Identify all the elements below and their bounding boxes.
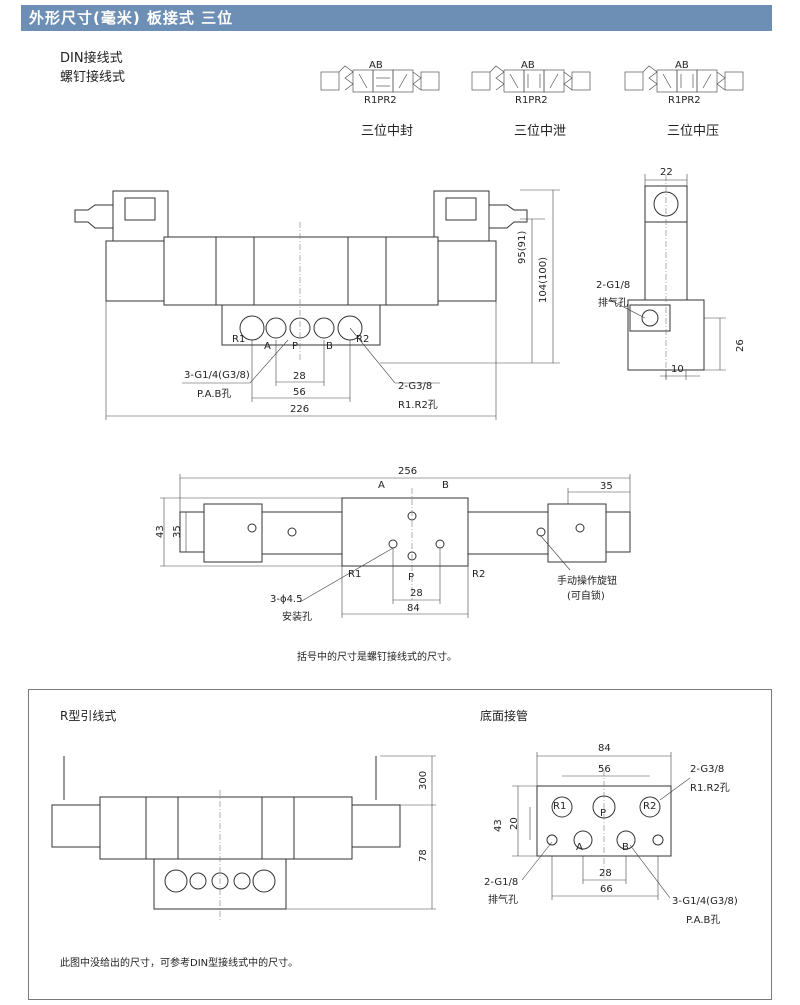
top-label-r1: R1: [348, 569, 362, 580]
front-port-r2: R2: [356, 334, 370, 345]
top-manual-knob: 手动操作旋钮: [557, 576, 617, 587]
top-label-a: A: [378, 480, 385, 491]
front-r-note: 2-G3/8: [398, 381, 433, 392]
side-view-drawing: [609, 174, 726, 380]
side-exhaust-note: 2-G1/8: [596, 280, 631, 291]
side-dim-26: 26: [735, 339, 746, 352]
r-type-note: 此图中没给出的尺寸，可参考DIN型接线式中的尺寸。: [60, 958, 299, 969]
symbol2-caption: 三位中泄: [514, 124, 567, 139]
symbol2-ab-label: AB: [521, 60, 535, 71]
bp-port-r2: R2: [643, 801, 657, 812]
symbol1-ports-label: R1PR2: [364, 95, 397, 106]
bp-dim-56: 56: [598, 764, 611, 775]
r-type-drawing: [51, 755, 436, 920]
bp-pab-label: P.A.B孔: [686, 915, 721, 926]
front-dim-95: 95(91): [517, 230, 528, 264]
symbol3-caption: 三位中压: [667, 124, 720, 139]
top-mount-label: 安装孔: [282, 612, 312, 623]
symbol2-ports-label: R1PR2: [515, 95, 548, 106]
top-dim-43: 43: [155, 525, 166, 538]
symbol2-valve-icon: [471, 65, 591, 93]
screw-wiring-label: 螺钉接线式: [60, 70, 126, 85]
front-pab-note: 3-G1/4(G3/8): [184, 370, 250, 381]
top-mount-note: 3-ϕ4.5: [270, 594, 303, 605]
top-label-p: P: [408, 572, 415, 583]
bp-r-label: R1.R2孔: [690, 783, 730, 794]
side-dim-22: 22: [660, 167, 673, 178]
bp-port-b: B: [622, 842, 629, 853]
bp-port-r1: R1: [553, 801, 567, 812]
bracket-note: 括号中的尺寸是螺钉接线式的尺寸。: [297, 652, 457, 663]
bp-dim-43: 43: [493, 819, 504, 832]
front-dim-226: 226: [290, 404, 310, 415]
bottom-section-frame: [28, 689, 772, 1000]
symbol3-valve-icon: [624, 65, 744, 93]
r-type-title: R型引线式: [60, 709, 117, 723]
symbol1-valve-icon: [320, 65, 440, 93]
r-dim-300: 300: [418, 770, 429, 790]
bp-exhaust-label: 排气孔: [488, 895, 518, 906]
r-dim-78: 78: [418, 849, 429, 862]
bp-dim-28: 28: [599, 868, 612, 879]
front-dim-104: 104(100): [538, 257, 549, 303]
top-label-r2: R2: [472, 569, 486, 580]
bottom-piping-drawing: [512, 752, 691, 900]
top-dim-84: 84: [407, 603, 420, 614]
front-port-b: B: [326, 341, 333, 352]
top-manual-lock: (可自锁): [567, 591, 605, 602]
bp-pab-note: 3-G1/4(G3/8): [672, 896, 738, 907]
front-dim-28: 28: [293, 371, 306, 382]
front-pab-label: P.A.B孔: [197, 389, 232, 400]
front-r-label: R1.R2孔: [398, 400, 438, 411]
symbol1-caption: 三位中封: [361, 124, 414, 139]
front-port-a: A: [264, 341, 271, 352]
symbol3-ports-label: R1PR2: [668, 95, 701, 106]
top-dim-28: 28: [410, 588, 423, 599]
bp-exhaust-note: 2-G1/8: [484, 877, 519, 888]
front-dim-56: 56: [293, 387, 306, 398]
bp-r-note: 2-G3/8: [690, 764, 725, 775]
top-view-drawing: [160, 474, 631, 618]
section-header: 外形尺寸(毫米) 板接式 三位: [21, 5, 772, 31]
section-title: 外形尺寸(毫米) 板接式 三位: [29, 9, 234, 27]
top-dim-35-right: 35: [600, 481, 613, 492]
din-wiring-label: DIN接线式: [60, 51, 123, 66]
side-dim-10: 10: [671, 364, 684, 375]
front-view-drawing: [74, 189, 560, 420]
bp-dim-84: 84: [598, 743, 611, 754]
symbol1-ab-label: AB: [369, 60, 383, 71]
side-exhaust-label: 排气孔: [598, 298, 628, 309]
top-label-b: B: [442, 480, 449, 491]
symbol3-ab-label: AB: [675, 60, 689, 71]
bp-port-a: A: [576, 842, 583, 853]
top-dim-35-left: 35: [172, 525, 183, 538]
bp-dim-20: 20: [509, 817, 520, 830]
front-port-r1: R1: [232, 334, 246, 345]
bp-port-p: P: [600, 808, 607, 819]
bottom-piping-title: 底面接管: [480, 709, 529, 723]
front-port-p: P: [292, 341, 299, 352]
bp-dim-66: 66: [600, 884, 613, 895]
top-dim-256: 256: [398, 466, 418, 477]
